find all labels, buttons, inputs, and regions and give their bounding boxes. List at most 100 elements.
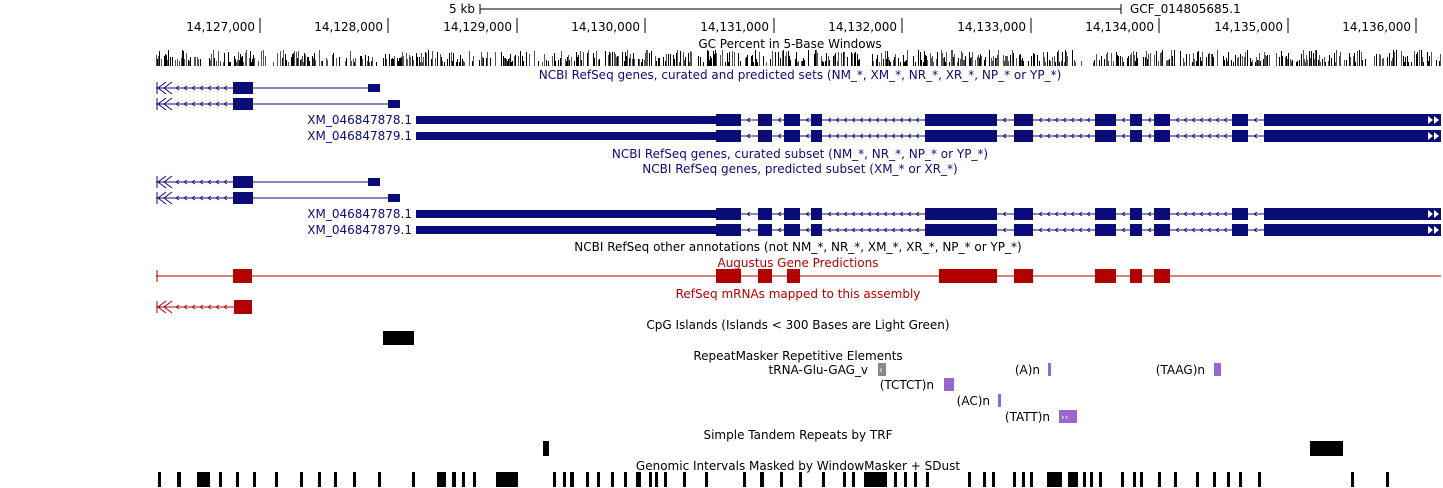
gene-label-xm-046847878-pred[interactable]: XM_046847878.1 [307, 207, 412, 221]
masked-interval[interactable] [1133, 472, 1136, 487]
masked-interval[interactable] [300, 472, 303, 487]
masked-interval[interactable] [1083, 472, 1086, 487]
masked-interval[interactable] [926, 472, 929, 487]
masked-interval[interactable] [1140, 472, 1143, 487]
refseq-all-track[interactable]: NCBI RefSeq genes, curated and predicted… [156, 68, 1441, 143]
masked-interval[interactable] [1196, 472, 1199, 487]
masked-interval[interactable] [437, 472, 446, 487]
gc-percent-track[interactable]: GC Percent in 5-Base Windows [156, 37, 1441, 66]
gc-bar [1362, 60, 1363, 66]
masked-interval[interactable] [177, 472, 181, 487]
masked-interval[interactable] [894, 472, 897, 487]
masked-interval[interactable] [563, 472, 566, 487]
refseq-other-track[interactable]: NCBI RefSeq other annotations (not NM_*,… [574, 240, 1021, 254]
masked-interval[interactable] [780, 472, 783, 487]
repeatmasker-track[interactable]: RepeatMasker Repetitive Elements tRNA-Gl… [693, 349, 1221, 424]
masked-interval[interactable] [219, 472, 222, 487]
masked-interval[interactable] [197, 472, 210, 487]
masked-interval[interactable] [1258, 472, 1261, 487]
masked-interval[interactable] [822, 472, 825, 487]
masked-interval[interactable] [968, 472, 971, 487]
masked-interval[interactable] [452, 472, 456, 487]
masked-interval[interactable] [553, 472, 556, 487]
masked-interval[interactable] [1030, 472, 1033, 487]
repeat-trna[interactable] [878, 363, 886, 376]
trf-repeat[interactable] [1310, 441, 1343, 456]
masked-interval[interactable] [624, 472, 627, 487]
masked-interval[interactable] [914, 472, 917, 487]
repeat-taag[interactable] [1214, 363, 1221, 376]
masked-interval[interactable] [1227, 472, 1230, 487]
masked-interval[interactable] [1090, 472, 1093, 487]
masked-interval[interactable] [334, 472, 337, 487]
masked-interval[interactable] [1239, 472, 1242, 487]
masked-interval[interactable] [1174, 472, 1177, 487]
masked-interval[interactable] [760, 472, 764, 487]
gene-label-xm-046847879[interactable]: XM_046847879.1 [307, 129, 412, 143]
masked-interval[interactable] [1386, 472, 1389, 487]
gc-bar [835, 53, 836, 66]
gene-label-xm-046847878[interactable]: XM_046847878.1 [307, 113, 412, 127]
masked-interval[interactable] [705, 472, 708, 487]
masked-interval[interactable] [462, 472, 465, 487]
windowmasker-track[interactable]: Genomic Intervals Masked by WindowMasker… [158, 459, 1389, 487]
masked-interval[interactable] [983, 472, 986, 487]
trf-repeat[interactable] [543, 441, 549, 456]
masked-interval[interactable] [843, 472, 846, 487]
masked-interval[interactable] [1068, 472, 1078, 487]
masked-interval[interactable] [636, 472, 641, 487]
masked-interval[interactable] [799, 472, 802, 487]
gc-bar [1374, 56, 1375, 66]
repeat-a[interactable] [1048, 363, 1051, 376]
masked-interval[interactable] [683, 472, 686, 487]
gc-bar [949, 62, 950, 66]
masked-interval[interactable] [864, 472, 887, 487]
cpg-island[interactable] [383, 331, 414, 345]
strand-chevron [777, 227, 782, 233]
masked-interval[interactable] [236, 472, 239, 487]
masked-interval[interactable] [743, 472, 746, 487]
masked-interval[interactable] [275, 472, 278, 487]
masked-interval[interactable] [1351, 472, 1354, 487]
masked-interval[interactable] [649, 472, 652, 487]
masked-interval[interactable] [586, 472, 589, 487]
refseq-predicted-track[interactable]: NCBI RefSeq genes, predicted subset (XM_… [156, 162, 1441, 237]
augustus-track[interactable]: Augustus Gene Predictions [156, 256, 1441, 283]
repeat-tctct[interactable] [944, 378, 954, 391]
repeat-ac[interactable] [998, 394, 1001, 407]
masked-interval[interactable] [570, 472, 574, 487]
masked-interval[interactable] [353, 472, 356, 487]
cpg-track[interactable]: CpG Islands (Islands < 300 Bases are Lig… [383, 318, 950, 345]
masked-interval[interactable] [852, 472, 855, 487]
masked-interval[interactable] [253, 472, 256, 487]
masked-interval[interactable] [1022, 472, 1025, 487]
masked-interval[interactable] [655, 472, 658, 487]
strand-chevron [1121, 117, 1126, 123]
strand-chevron [883, 117, 888, 123]
masked-interval[interactable] [1099, 472, 1102, 487]
masked-interval[interactable] [664, 472, 667, 487]
masked-interval[interactable] [1121, 472, 1124, 487]
repeat-tatt[interactable] [1059, 410, 1077, 423]
mrna-track[interactable]: RefSeq mRNAs mapped to this assembly [156, 287, 920, 314]
masked-interval[interactable] [318, 472, 321, 487]
masked-interval[interactable] [597, 472, 600, 487]
masked-interval[interactable] [158, 472, 161, 487]
masked-interval[interactable] [473, 472, 476, 487]
gene-label-xm-046847879-pred[interactable]: XM_046847879.1 [307, 223, 412, 237]
masked-interval[interactable] [1158, 472, 1161, 487]
gc-bar [263, 50, 264, 66]
masked-interval[interactable] [904, 472, 907, 487]
masked-interval[interactable] [496, 472, 518, 487]
masked-interval[interactable] [1047, 472, 1062, 487]
masked-interval[interactable] [611, 472, 614, 487]
masked-interval[interactable] [412, 472, 415, 487]
trf-track[interactable]: Simple Tandem Repeats by TRF [543, 428, 1343, 456]
masked-interval[interactable] [992, 472, 995, 487]
refseq-curated-track[interactable]: NCBI RefSeq genes, curated subset (NM_*,… [612, 147, 988, 161]
masked-interval[interactable] [1013, 472, 1016, 487]
masked-interval[interactable] [1213, 472, 1216, 487]
masked-interval[interactable] [378, 472, 381, 487]
